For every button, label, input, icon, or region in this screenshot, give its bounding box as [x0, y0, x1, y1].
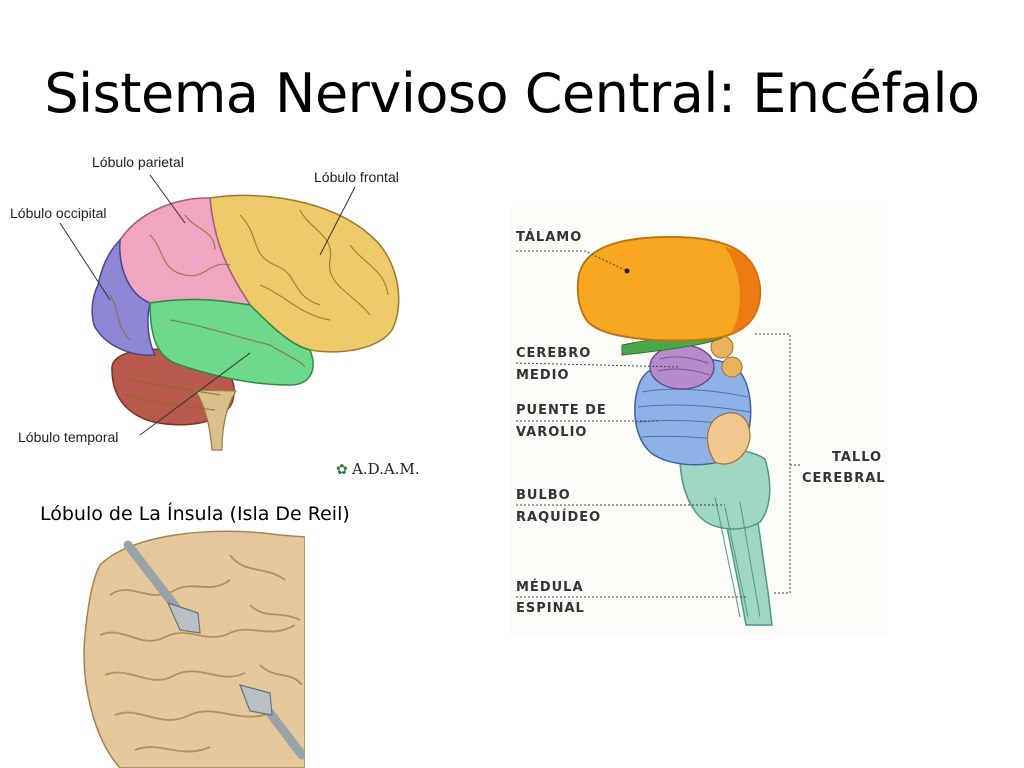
retractor-lower — [239, 684, 305, 760]
adam-logo-icon: ✿ — [336, 461, 348, 477]
label-frontal: Lóbulo frontal — [314, 169, 399, 185]
label-pons-1: PUENTE DE — [516, 403, 607, 418]
insula-caption: Lóbulo de La Ínsula (Isla De Reil) — [40, 503, 350, 525]
slide-title: Sistema Nervioso Central: Encéfalo — [44, 62, 980, 125]
label-pons-2: VAROLIO — [516, 425, 587, 440]
adam-credit: A.D.A.M. — [351, 460, 420, 478]
label-occipital: Lóbulo occipital — [10, 205, 107, 221]
occipital-lobe — [91, 238, 157, 356]
label-medulla-2: RAQUÍDEO — [516, 509, 601, 525]
label-stem-1: TALLO — [832, 450, 882, 465]
insula-brain-surface — [83, 530, 305, 768]
temporal-lobe — [149, 298, 314, 386]
brainstem-region — [193, 389, 238, 451]
label-stem-2: CEREBRAL — [802, 471, 886, 486]
gyri-lines — [109, 209, 389, 411]
brainstem-leader-lines — [515, 250, 802, 598]
brain-lobes-figure: Lóbulo parietal Lóbulo frontal Lóbulo oc… — [10, 154, 420, 478]
label-thalamus: TÁLAMO — [516, 229, 582, 245]
midbrain — [649, 344, 715, 390]
label-spinal-1: MÉDULA — [516, 579, 584, 595]
label-parietal: Lóbulo parietal — [92, 154, 184, 170]
label-midbrain-2: MEDIO — [516, 368, 570, 383]
label-temporal: Lóbulo temporal — [18, 429, 118, 445]
brainstem-figure: TÁLAMO CEREBRO MEDIO PUENTE DE VAROLIO B… — [510, 207, 888, 635]
leader-lines — [59, 174, 356, 436]
label-spinal-2: ESPINAL — [516, 601, 585, 616]
label-medulla-1: BULBO — [516, 488, 571, 503]
label-midbrain-1: CEREBRO — [516, 346, 591, 361]
insula-gyri — [99, 554, 303, 753]
retractor-upper — [123, 540, 201, 634]
insula-figure — [83, 530, 305, 768]
